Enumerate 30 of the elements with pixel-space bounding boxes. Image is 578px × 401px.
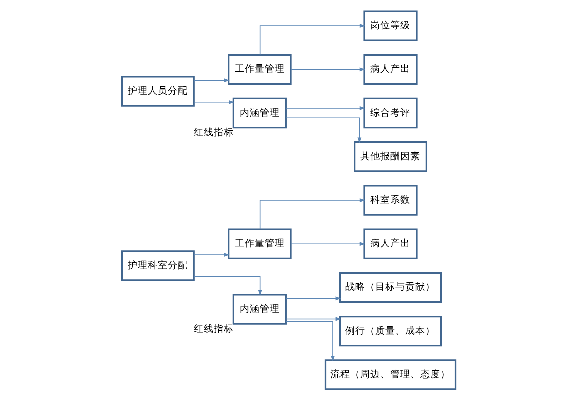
arrow [286, 296, 342, 301]
node-box: 护理科室分配 [121, 250, 195, 282]
arrow [286, 106, 366, 110]
arrow [290, 68, 366, 72]
arrow [260, 24, 366, 56]
arrow [194, 276, 262, 296]
node-box: 战略（目标与贡献） [339, 272, 442, 304]
arrow [286, 317, 342, 322]
node-box: 例行（质量、成本） [339, 316, 442, 347]
arrow [286, 118, 362, 144]
node-box: 护理人员分配 [121, 76, 195, 107]
arrow [194, 253, 230, 257]
node-box: 内涵管理 [232, 294, 287, 325]
arrow [260, 198, 366, 230]
node-box: 内涵管理 [232, 98, 287, 129]
node-box: 综合考评 [364, 98, 418, 129]
node-box: 工作量管理 [228, 54, 292, 86]
arrow [194, 100, 235, 104]
node-label: 红线指标 [194, 324, 234, 335]
node-box: 病人产出 [364, 54, 418, 86]
node-box: 科室系数 [364, 185, 418, 216]
node-box: 其他报酬因素 [354, 142, 428, 172]
node-box: 工作量管理 [228, 228, 292, 260]
arrow [290, 242, 366, 246]
node-box: 流程（周边、管理、态度） [324, 360, 457, 390]
arrow [194, 78, 230, 83]
node-label: 红线指标 [194, 128, 234, 139]
arrow [286, 321, 335, 362]
node-box: 病人产出 [364, 228, 418, 260]
node-box: 岗位等级 [364, 10, 418, 42]
